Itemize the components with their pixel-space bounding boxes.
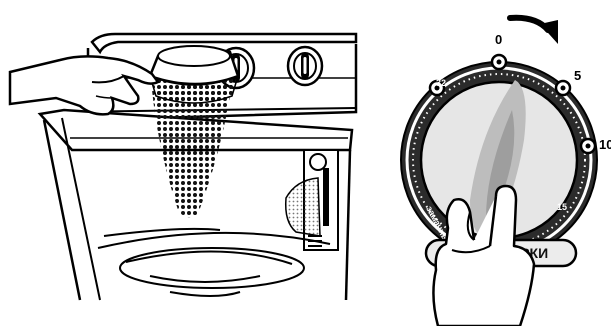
scale-label-5: 5 <box>574 68 581 83</box>
timer-dial: 0 5 10 15 32 замачивание СТИРКИ <box>401 18 611 326</box>
scale-label-15: 15 <box>557 202 567 212</box>
scale-label-32: 32 <box>436 78 446 88</box>
hand-icon <box>10 56 158 114</box>
scale-label-10: 10 <box>599 137 611 152</box>
tub-wall-right <box>346 150 350 300</box>
scale-label-0: 0 <box>495 32 502 47</box>
control-knob-icon <box>288 47 322 85</box>
filter-compartment <box>286 150 338 250</box>
rotation-arrow-icon <box>510 18 558 44</box>
washing-machine-scene <box>10 34 356 300</box>
detergent-scoop-icon <box>150 46 238 103</box>
water-surface <box>98 229 330 296</box>
